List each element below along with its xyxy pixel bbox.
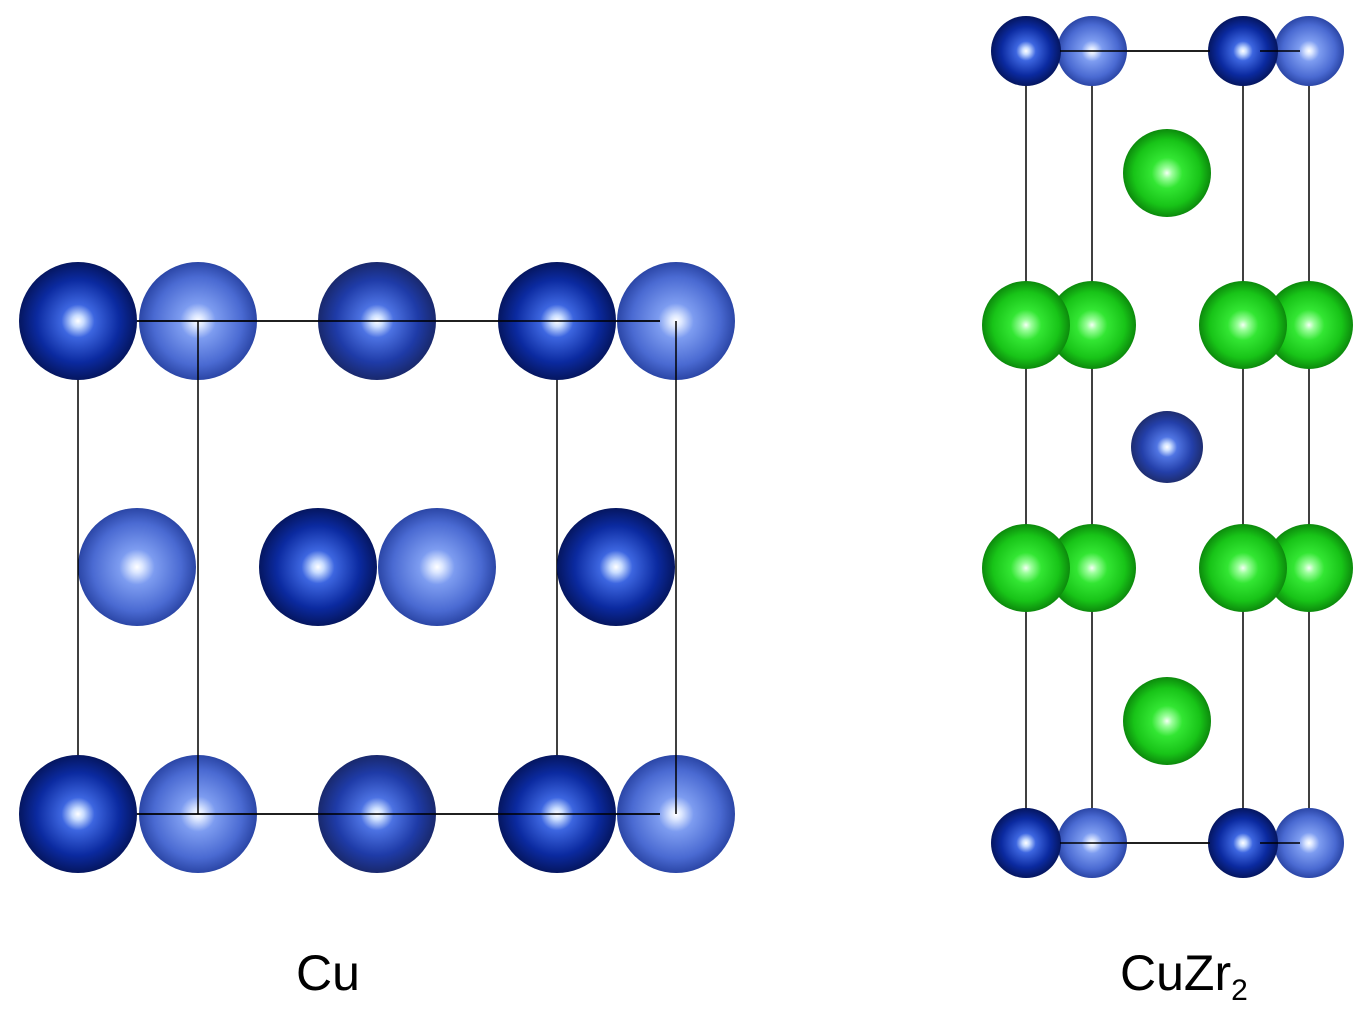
cu-atom: [378, 508, 496, 626]
cu-atom: [259, 508, 377, 626]
cu-atom: [19, 755, 137, 873]
zr-atom: [1199, 281, 1287, 369]
cuzr2-zr-atoms: [982, 129, 1353, 765]
zr-atom: [1123, 677, 1211, 765]
cu-atom: [1274, 16, 1344, 86]
zr-atom: [1199, 524, 1287, 612]
cu-atom: [78, 508, 196, 626]
zr-atom: [982, 281, 1070, 369]
cu-atom: [1131, 411, 1203, 483]
cu-atom: [19, 262, 137, 380]
zr-atom: [1123, 129, 1211, 217]
zr-atom: [1048, 524, 1136, 612]
cuzr2-structure: [982, 16, 1353, 878]
cu-atom: [1208, 808, 1278, 878]
cu-atom: [1208, 16, 1278, 86]
zr-atom: [1048, 281, 1136, 369]
cu-structure: [19, 262, 735, 873]
cuzr2-cu-atoms: [991, 16, 1344, 878]
cu-atom: [991, 16, 1061, 86]
cuzr2-label: CuZr2: [1120, 945, 1248, 1007]
cuzr2-cell-overlay: [1060, 50, 1300, 844]
zr-atom: [982, 524, 1070, 612]
zr-atom: [1265, 524, 1353, 612]
cu-cell-overlay: [137, 320, 660, 815]
cu-label: Cu: [296, 945, 360, 1001]
cu-atom: [991, 808, 1061, 878]
zr-atom: [1265, 281, 1353, 369]
cu-atom: [1274, 808, 1344, 878]
cu-atom: [557, 508, 675, 626]
